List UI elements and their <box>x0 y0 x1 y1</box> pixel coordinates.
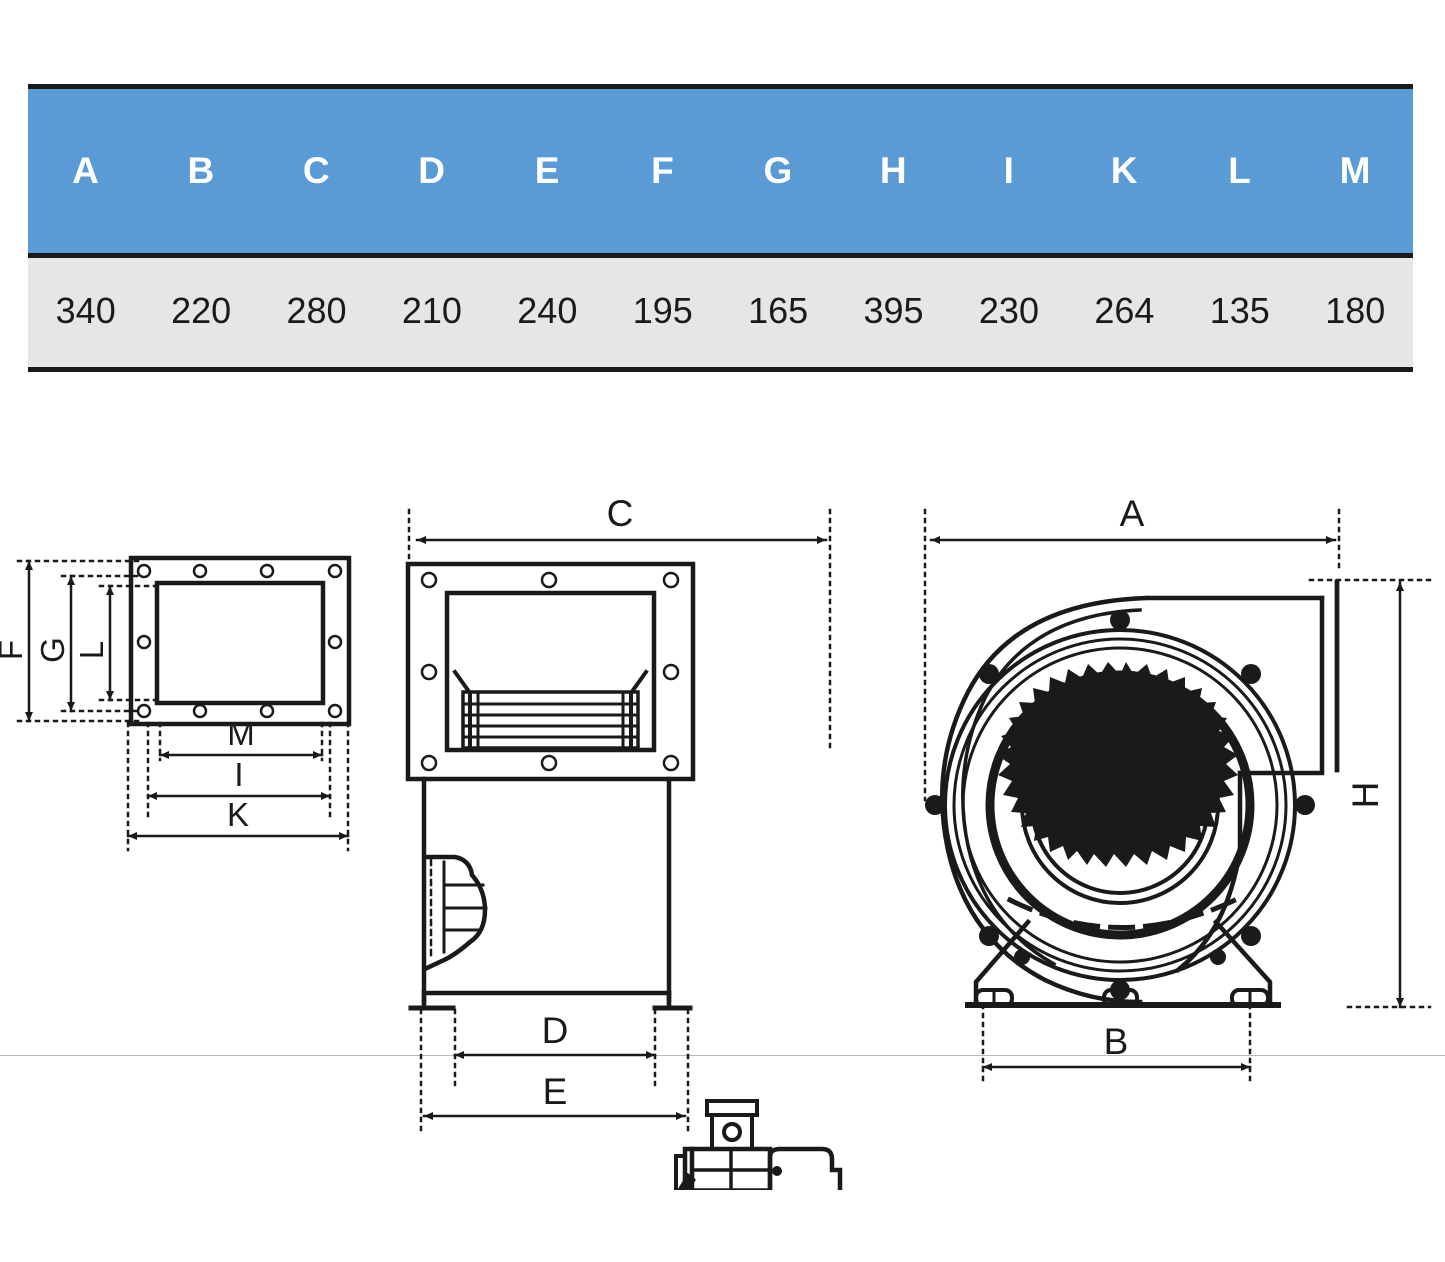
dimension-table-grid: A B C D E F G H I K L M 340 220 280 210 … <box>28 84 1413 372</box>
flange-extension-lines <box>16 559 350 852</box>
motor-end-bell <box>767 1146 843 1190</box>
dimension-label-d: D <box>542 1010 569 1051</box>
inlet-cone-detail <box>424 854 488 971</box>
dimension-label-k: K <box>227 796 249 833</box>
column-header-d: D <box>374 84 490 258</box>
value-cell-h: 395 <box>835 255 952 372</box>
motor-terminal-box-lid <box>705 1099 759 1117</box>
column-header-c: C <box>258 84 375 258</box>
column-header-a: A <box>28 84 144 258</box>
column-header-h: H <box>835 84 952 258</box>
value-cell-k: 264 <box>1066 255 1183 372</box>
value-cell-b: 220 <box>143 255 259 372</box>
impeller-louvres <box>452 669 649 750</box>
value-cell-a: 340 <box>28 255 144 372</box>
column-header-b: B <box>143 84 259 258</box>
flange-horizontal-dimensions <box>126 751 350 840</box>
column-header-g: G <box>720 84 836 258</box>
impeller-blade-ring <box>985 662 1255 940</box>
flange-bolt-holes <box>136 563 343 719</box>
value-cell-i: 230 <box>951 255 1067 372</box>
dimension-label-b: B <box>1104 1021 1129 1062</box>
value-cell-l: 135 <box>1182 255 1298 372</box>
dimension-label-a: A <box>1120 493 1145 534</box>
technical-drawing-area: F G L M I K C <box>0 430 1445 1190</box>
volute-scroll-inner <box>961 608 1142 967</box>
outlet-opening <box>444 590 657 753</box>
motor-cooling-fins <box>690 1147 772 1190</box>
dimension-label-m: M <box>227 715 255 752</box>
base-arc-hidden-line <box>1006 896 1239 930</box>
backplate-bolt-circle <box>925 610 1315 1000</box>
value-cell-m: 180 <box>1297 255 1413 372</box>
backplate-inner-ring <box>952 637 1288 973</box>
table-header-row: A B C D E F G H I K L M <box>28 84 1413 258</box>
outlet-flange-plate <box>405 561 696 782</box>
dimension-label-g: G <box>34 637 71 663</box>
dimension-label-l: L <box>73 641 110 659</box>
dimension-label-e: E <box>543 1071 568 1112</box>
value-cell-d: 210 <box>374 255 490 372</box>
front-extension-lines <box>407 508 832 1132</box>
dimension-label-i: I <box>234 756 243 793</box>
column-header-k: K <box>1066 84 1183 258</box>
fan-side-view-scroll: A <box>923 493 1432 1082</box>
dimension-table: A B C D E F G H I K L M 340 220 280 210 … <box>28 84 1413 372</box>
value-cell-e: 240 <box>489 255 606 372</box>
housing-body <box>408 776 693 1011</box>
outlet-flange-bolt-holes <box>420 571 680 772</box>
value-cell-g: 165 <box>720 255 836 372</box>
dimension-label-f: F <box>0 640 29 660</box>
inlet-flange-view: F G L M I K <box>0 555 352 852</box>
column-header-m: M <box>1297 84 1413 258</box>
column-header-f: F <box>605 84 721 258</box>
flange-vertical-dimensions <box>25 559 114 723</box>
fan-front-view: C <box>405 493 843 1190</box>
dimension-label-h: H <box>1345 782 1386 809</box>
table-value-row: 340 220 280 210 240 195 165 395 230 264 … <box>28 255 1413 372</box>
motor-terminal-box <box>710 1113 754 1151</box>
terminal-box-cable-gland <box>722 1122 742 1142</box>
value-cell-c: 280 <box>258 255 375 372</box>
dimension-label-c: C <box>607 493 634 534</box>
ground-reference-line <box>0 1055 1445 1056</box>
flange-plate-opening <box>154 580 326 706</box>
backplate-ring-3 <box>961 646 1279 964</box>
column-header-l: L <box>1182 84 1298 258</box>
column-header-i: I <box>951 84 1067 258</box>
value-cell-f: 195 <box>605 255 721 372</box>
column-header-e: E <box>489 84 606 258</box>
fan-base-feet <box>965 896 1281 1008</box>
motor-assembly <box>674 1099 843 1190</box>
flange-plate-outer <box>128 555 352 727</box>
